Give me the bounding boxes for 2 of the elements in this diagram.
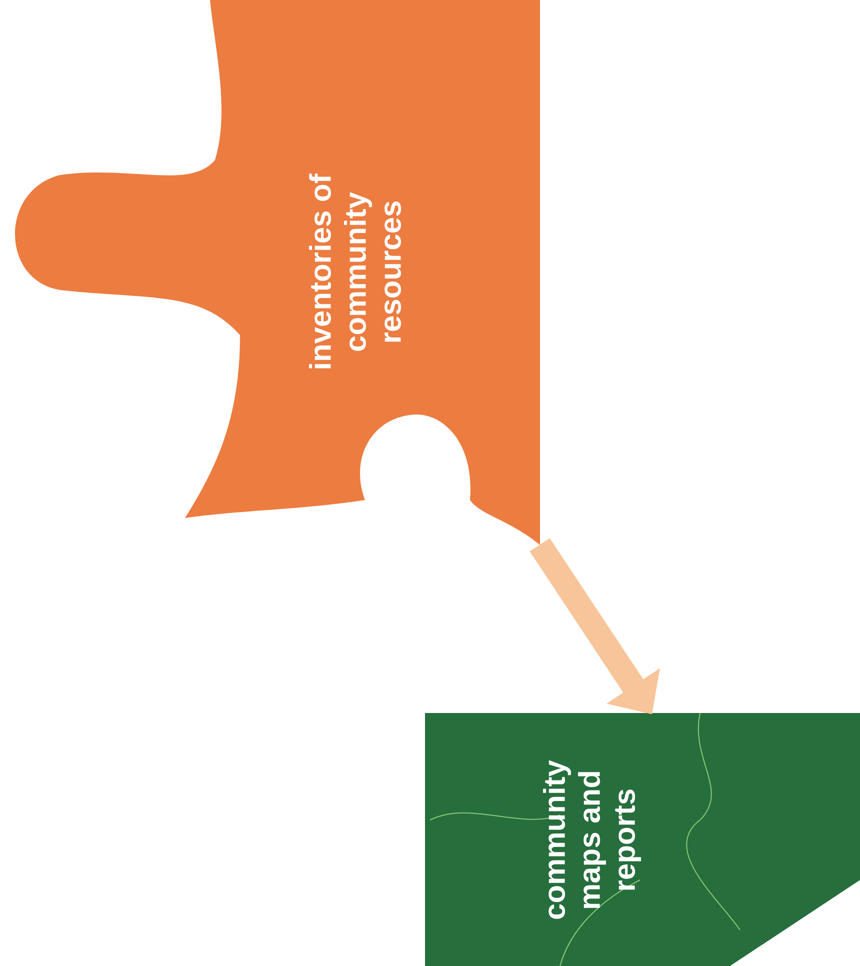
puzzle-piece: inventories of community resources (15, 0, 540, 545)
puzzle-block: community maps and reports (425, 712, 860, 966)
